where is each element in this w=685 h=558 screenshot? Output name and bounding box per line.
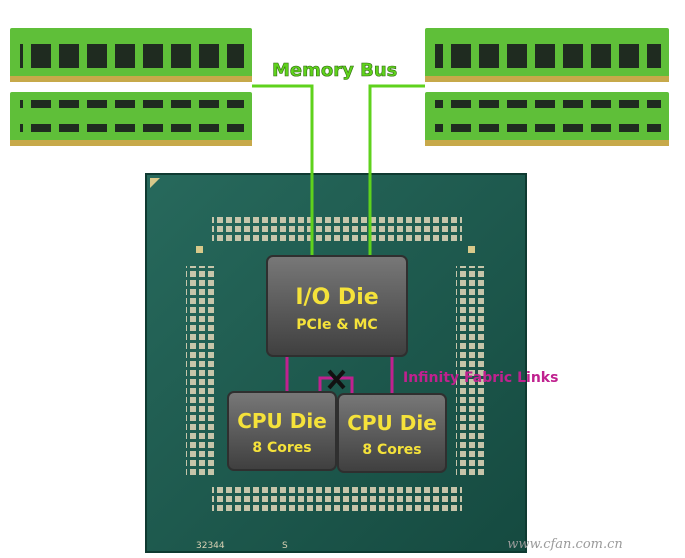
ram-stick-bottom-left [10, 92, 252, 146]
cpu-die-right-subtitle: 8 Cores [362, 442, 421, 458]
memory-bus-label: Memory Bus [272, 60, 397, 81]
cpu-die-right-title: CPU Die [347, 411, 437, 435]
watermark: www.cfan.com.cn [507, 537, 623, 552]
cpu-package [145, 173, 527, 553]
ram-stick-bottom-right [425, 92, 669, 146]
package-code: 32344 [196, 541, 225, 551]
io-die-title: I/O Die [295, 285, 378, 310]
cpu-die-left: CPU Die 8 Cores [227, 391, 337, 471]
io-die: I/O Die PCIe & MC [266, 255, 408, 357]
ram-stick-top-left [10, 28, 252, 82]
cpu-die-right: CPU Die 8 Cores [337, 393, 447, 473]
infinity-fabric-label: Infinity Fabric Links [403, 370, 558, 386]
cpu-die-left-title: CPU Die [237, 409, 327, 433]
io-die-subtitle: PCIe & MC [296, 317, 377, 333]
package-mark: S [282, 541, 288, 551]
ram-stick-top-right [425, 28, 669, 82]
cpu-die-left-subtitle: 8 Cores [252, 440, 311, 456]
memory-bus-lines [252, 84, 425, 264]
x-mark-icon [327, 369, 346, 390]
